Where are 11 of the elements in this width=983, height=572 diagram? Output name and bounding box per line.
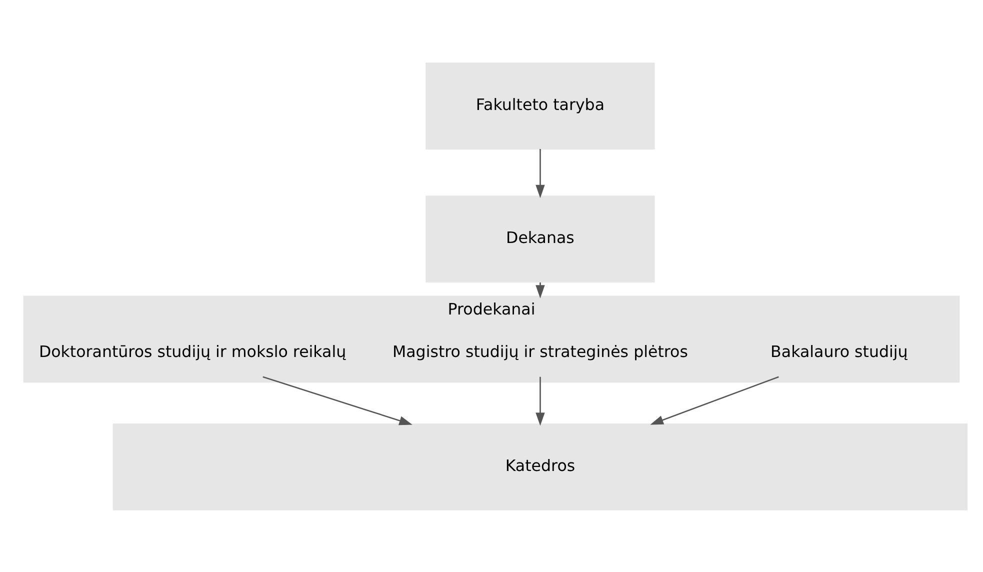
node-box: Fakulteto taryba: [426, 62, 655, 150]
arrow: [536, 148, 545, 198]
arrow: [262, 376, 412, 425]
arrow: [650, 376, 779, 424]
node-text: Doktorantūros studijų ir mokslo reikalų: [38, 342, 346, 361]
node-text: Magistro studijų ir strateginės plėtros: [392, 342, 688, 361]
arrow: [536, 282, 545, 298]
node-box: Dekanas: [426, 195, 655, 282]
arrow: [536, 376, 545, 426]
node-box: Katedros: [112, 422, 968, 510]
node-text: Bakalauro studijų: [770, 342, 908, 361]
